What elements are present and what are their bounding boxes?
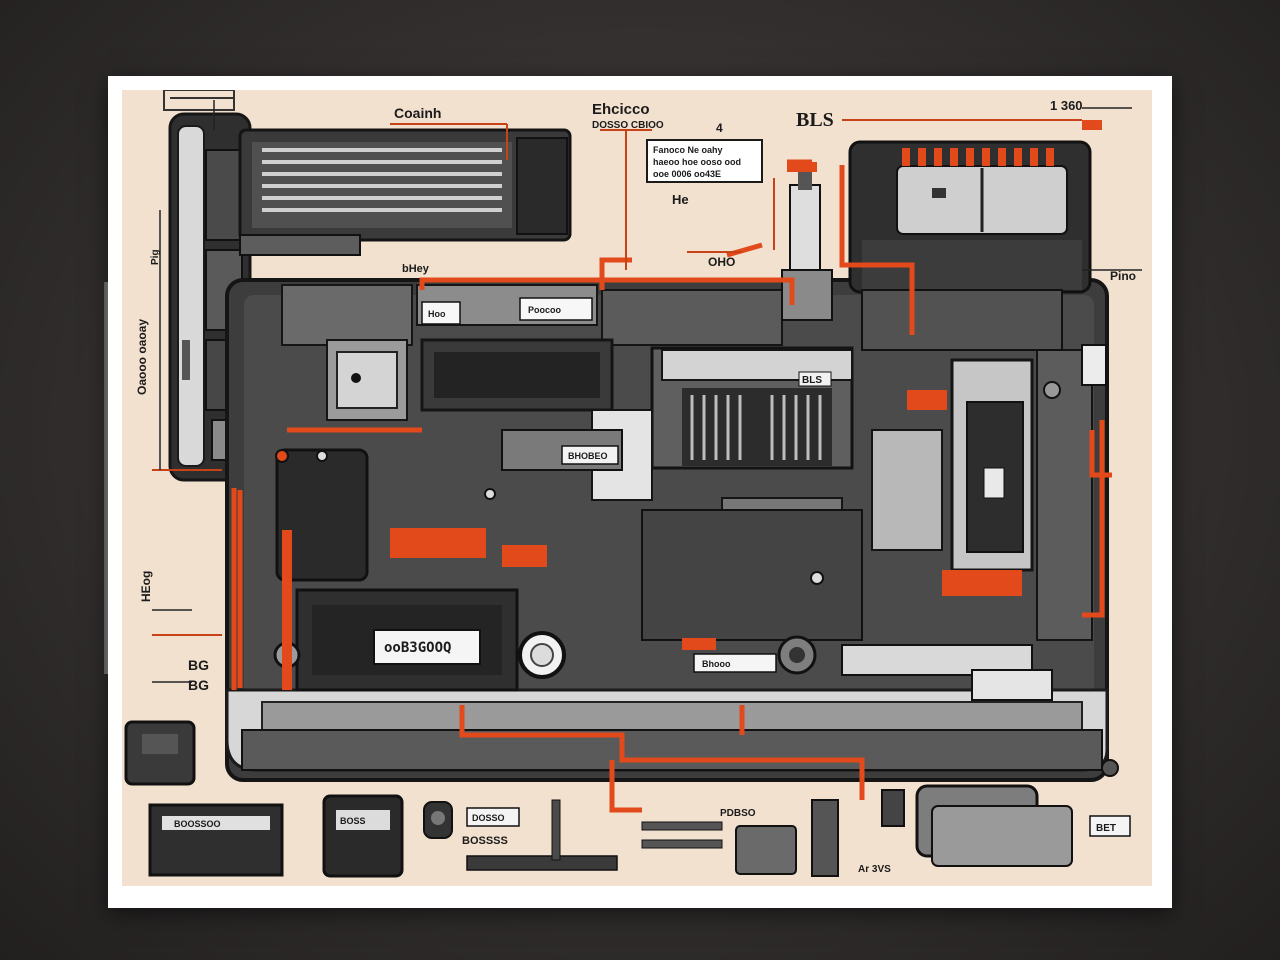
upper-compartments	[281, 284, 783, 421]
bottom-sm-text: Ar 3VS	[858, 864, 891, 875]
callout-line-1: Fanoco Ne oahy	[653, 145, 723, 155]
chip-3-text: Bhooo	[702, 659, 731, 669]
orange-fittings	[282, 120, 1102, 690]
panel-label-text: BHOBEO	[568, 451, 608, 461]
callout-box: Fanoco Ne oahy haeoo hoe ooso ood ooe 00…	[646, 139, 763, 183]
bottom-right-text: BET	[1096, 823, 1116, 834]
middle-plumbing	[484, 429, 1033, 676]
panel-label: BHOBEO	[561, 445, 619, 465]
leader-lines-dark	[152, 100, 1142, 683]
top-right-power-unit	[848, 140, 1092, 351]
label-side-tag: He	[672, 192, 689, 207]
label-mid-tag: bHey	[402, 263, 430, 275]
label-top-title: Ehcicco	[592, 101, 650, 118]
bottom-block-text: BOOSSOO	[174, 819, 221, 829]
label-left-small: Pig	[150, 249, 161, 265]
chip-1-text: Hoo	[428, 309, 446, 319]
label-top-left: Coainh	[394, 105, 441, 121]
label-top-subtitle: DOSSO CBIOO	[592, 120, 664, 131]
label-right-tag: Pino	[1110, 269, 1136, 283]
label-top-mark: 4	[716, 121, 723, 135]
plate-code-text: ooB3GOOQ	[384, 640, 451, 656]
center-grille-module	[591, 346, 854, 525]
label-lower-left-1: BG	[188, 657, 209, 673]
center-strip-text: BLS	[802, 375, 822, 386]
label-ono: OHO	[708, 255, 735, 269]
bottom-tag-text: PDBSO	[720, 808, 756, 819]
bottom-mid-text: DOSSO	[472, 813, 505, 823]
machine-cutaway-diagram: Coainh Ehcicco DOSSO CBIOO 4 BLS 1 360 F…	[124, 90, 1142, 878]
bottom-stack-text: BOSSSS	[462, 835, 508, 847]
callout-line-3: ooe 0006 oo43E	[653, 169, 721, 179]
label-left-vertical: Oaooo oaoay	[135, 319, 149, 395]
diagram-board: Coainh Ehcicco DOSSO CBIOO 4 BLS 1 360 F…	[122, 90, 1152, 886]
callout-line-2: haeoo hoe ooso ood	[653, 157, 741, 167]
label-top-right-code: BLS	[796, 109, 834, 131]
center-strip-label: BLS	[798, 371, 832, 387]
label-lower-left-3: HEog	[139, 571, 153, 602]
top-arm-heatsink	[238, 128, 572, 256]
bottom-box-text: BOSS	[340, 816, 366, 826]
right-battery-module	[871, 344, 1107, 641]
bottom-parts-tray: BOOSSOO BOSS DOSSO BOSSSS PDBSO Ar 3VS B…	[124, 669, 1131, 878]
chip-3: Bhooo	[693, 653, 777, 673]
plate-code: ooB3GOOQ	[373, 629, 481, 665]
chip-1: Hoo	[421, 301, 461, 325]
chip-2-text: Poocoo	[528, 305, 562, 315]
label-lower-left-2: BG	[188, 677, 209, 693]
label-top-right-number: 1 360	[1050, 98, 1083, 113]
left-column-housing	[163, 90, 252, 482]
chip-2: Poocoo	[519, 297, 593, 321]
